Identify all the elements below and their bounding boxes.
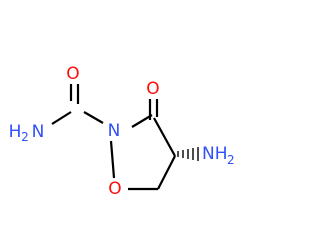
bond-c3-c4 — [153, 117, 176, 157]
atom-amide-nh2-left: H 2 N — [9, 122, 45, 144]
bonds — [51, 84, 199, 191]
bond-ring-n-c3 — [131, 114, 153, 128]
amide-nh2-subscript: 2 — [21, 130, 29, 144]
bond-c4-c5 — [157, 155, 176, 190]
atom-ring-nitrogen: N — [108, 121, 121, 141]
bond-carboxamide-c-ring-n — [83, 111, 104, 124]
amide-nh2-n: N — [32, 122, 45, 142]
atom-labels: O H 2 N N O NH 2 O — [9, 64, 235, 199]
chemical-structure: O H 2 N N O NH 2 O — [9, 64, 235, 199]
amino-nh2-subscript: 2 — [227, 153, 235, 167]
bond-carboxamide-c-nh2 — [51, 111, 72, 125]
atom-carbonyl-oxygen-top: O — [66, 64, 79, 84]
atom-ring-oxygen: O — [108, 179, 121, 199]
amide-nh2-h: H — [9, 122, 22, 142]
atom-ring-carbonyl-oxygen: O — [146, 79, 159, 99]
atom-amino-nh2-right: NH 2 — [202, 144, 235, 167]
bond-ring-o-ring-n — [109, 140, 116, 179]
amino-nh2-nh: NH — [202, 144, 228, 164]
stereo-hashed-wedge — [177, 147, 199, 161]
